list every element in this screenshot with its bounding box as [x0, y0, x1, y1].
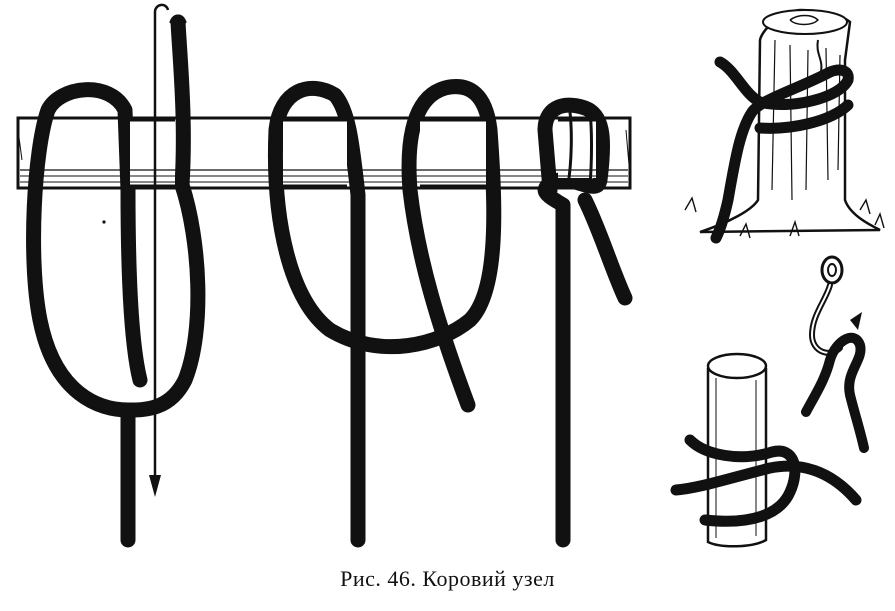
stage-1-rope-loop [26, 14, 206, 548]
tree-stump-hitch [684, 8, 885, 244]
hook-hitch [801, 255, 869, 453]
down-arrow-icon [149, 3, 170, 497]
stage-2-two-loops [267, 79, 502, 548]
post-hitch [670, 352, 862, 548]
figure-caption: Рис. 46. Коровий узел [340, 566, 555, 591]
stage-3-finished-hitch [537, 97, 633, 548]
